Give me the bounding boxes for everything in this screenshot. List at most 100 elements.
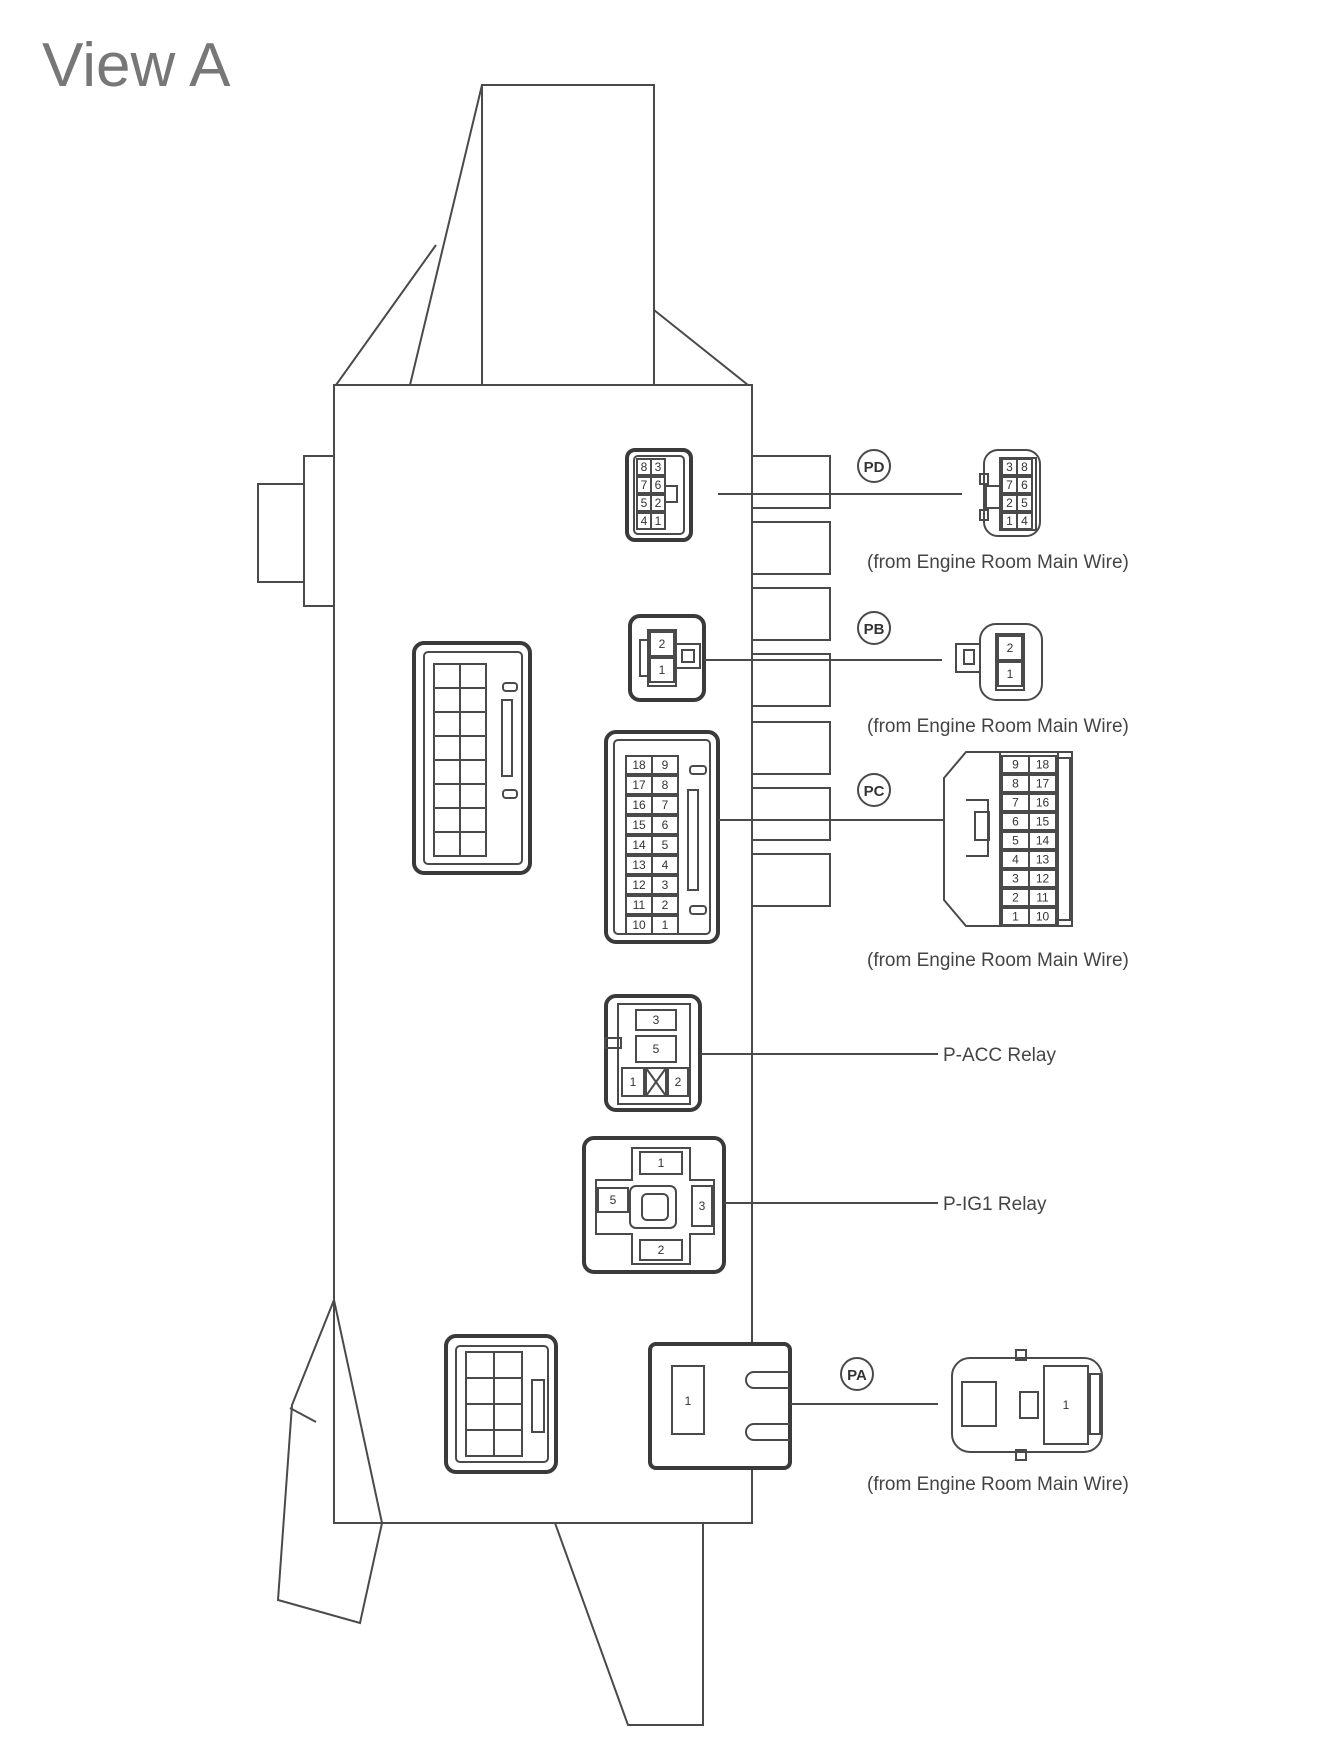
pc-box-pin-label: 4 [662, 858, 669, 872]
ig1-pin-label: 3 [699, 1199, 706, 1213]
ig1-pin: 2 [639, 1239, 683, 1261]
pc-mating-pin-label: 3 [1012, 872, 1019, 886]
pd-mating-pin-label: 5 [1021, 496, 1028, 510]
pc-tag-circle [857, 773, 891, 807]
leader-lines [700, 493, 962, 1405]
pc-box-pin-label: 12 [632, 878, 646, 892]
relay-socket-p-acc: 3 5 1 2 [604, 994, 702, 1112]
ig1-pin-label: 1 [658, 1156, 665, 1170]
pc-box-pin-label: 5 [662, 838, 669, 852]
pb-box-pin: 1 [649, 657, 675, 683]
pc-mating-pin-label: 13 [1036, 853, 1050, 867]
pc-box-pin-label: 7 [662, 798, 669, 812]
pa-mating-pin: 1 [1063, 1398, 1070, 1412]
pd-box-pin-label: 7 [641, 478, 648, 492]
pc-mating-pin-label: 2 [1012, 891, 1019, 905]
pd-box-pin-label: 2 [655, 496, 662, 510]
pb-box-pin-label: 1 [659, 663, 666, 677]
pd-tag-circle [857, 449, 891, 483]
lower-connector-cavity [493, 1429, 523, 1457]
pc-mating-pin-label: 15 [1036, 815, 1050, 829]
pc-tag: PC [864, 783, 885, 800]
pd-mating-pin-label: 8 [1021, 460, 1028, 474]
upper-connector-cavity [459, 831, 487, 857]
pc-box-pin-label: 18 [632, 758, 646, 772]
pb-mating-pin: 1 [997, 661, 1023, 687]
pc-box-pin-label: 17 [632, 778, 646, 792]
pc-mating-pin: 17 [1028, 774, 1057, 793]
pc-mating-pin: 13 [1028, 850, 1057, 869]
acc-pin-label: 3 [653, 1013, 660, 1027]
pd-box-pin-label: 5 [641, 496, 648, 510]
connector-unlabeled-lower [444, 1334, 558, 1474]
pc-mating-pin: 18 [1028, 755, 1057, 774]
acc-pin: 5 [635, 1035, 677, 1063]
pc-box-pin-label: 16 [632, 798, 646, 812]
pc-box-pin: 8 [651, 775, 679, 795]
pb-source: (from Engine Room Main Wire) [867, 716, 1129, 737]
pa-tag-circle [840, 1357, 874, 1391]
pc-mating-pin-label: 9 [1012, 758, 1019, 772]
acc-pin-label: 2 [675, 1075, 682, 1089]
pc-mating-pin-label: 12 [1036, 872, 1050, 886]
pb-box-pin: 2 [649, 631, 675, 657]
p-acc-relay-label: P-ACC Relay [943, 1045, 1056, 1066]
pc-mating-pin: 12 [1028, 869, 1057, 888]
pd-box-pin-label: 6 [655, 478, 662, 492]
pd-source: (from Engine Room Main Wire) [867, 552, 1129, 573]
pc-box-pin-label: 14 [632, 838, 646, 852]
pc-mating-pin-label: 7 [1012, 796, 1019, 810]
pd-box-pin-label: 4 [641, 514, 648, 528]
pa-source: (from Engine Room Main Wire) [867, 1474, 1129, 1495]
pd-box-pin: 3 [650, 458, 666, 476]
acc-pin: 3 [635, 1009, 677, 1031]
pc-mating-pin-label: 6 [1012, 815, 1019, 829]
pc-box-pin-label: 10 [632, 918, 646, 932]
ig1-pin: 3 [691, 1185, 713, 1227]
pc-box-pin: 3 [651, 875, 679, 895]
pa-tag: PA [847, 1367, 867, 1384]
pc-box-pin: 6 [651, 815, 679, 835]
connector-unlabeled-upper [412, 641, 532, 875]
pc-mating-pin-label: 17 [1036, 777, 1050, 791]
pd-mating-pin-label: 3 [1006, 460, 1013, 474]
pc-source: (from Engine Room Main Wire) [867, 950, 1129, 971]
acc-pin-label: 5 [653, 1042, 660, 1056]
pc-mating-pin-label: 10 [1036, 910, 1050, 924]
pd-mating-pin-label: 7 [1006, 478, 1013, 492]
pb-box-pin-label: 2 [659, 637, 666, 651]
relay-block-housing [257, 84, 831, 1726]
pd-box-pin-label: 1 [655, 514, 662, 528]
pc-box-pin-label: 8 [662, 778, 669, 792]
ig1-pin: 5 [597, 1187, 629, 1213]
pc-box-pin-label: 11 [633, 898, 646, 912]
pd-box-pin: 2 [650, 494, 666, 512]
pc-box-pin-label: 3 [662, 878, 669, 892]
pd-mating-pin: 4 [1016, 512, 1033, 530]
pc-mating-pin-label: 16 [1036, 796, 1050, 810]
pc-mating-pin: 14 [1028, 831, 1057, 850]
ig1-pin-label: 2 [658, 1243, 665, 1257]
pb-tag-circle [857, 611, 891, 645]
view-title: View A [42, 31, 231, 100]
pc-box-pin: 1 [651, 915, 679, 935]
p-ig1-relay-label: P-IG1 Relay [943, 1194, 1047, 1215]
pb-mating-pin-label: 1 [1007, 667, 1014, 681]
pc-mating-pin: 16 [1028, 793, 1057, 812]
pc-box-pin-label: 9 [662, 758, 669, 772]
pd-mating-pin: 5 [1016, 494, 1033, 512]
acc-pin-label: 1 [630, 1075, 637, 1089]
connector-pb: 21 PB (from Engine Room Main Wire) [857, 611, 1129, 737]
pc-mating-pin-label: 14 [1036, 834, 1050, 848]
pc-box-pin: 4 [651, 855, 679, 875]
connector-pb-housing: 21 [628, 614, 706, 702]
pc-box-pin: 7 [651, 795, 679, 815]
pd-mating-pin-label: 2 [1006, 496, 1013, 510]
pc-mating-pin-label: 8 [1012, 777, 1019, 791]
pd-mating-pin-label: 1 [1006, 514, 1013, 528]
pc-mating-pin-label: 11 [1036, 891, 1049, 905]
